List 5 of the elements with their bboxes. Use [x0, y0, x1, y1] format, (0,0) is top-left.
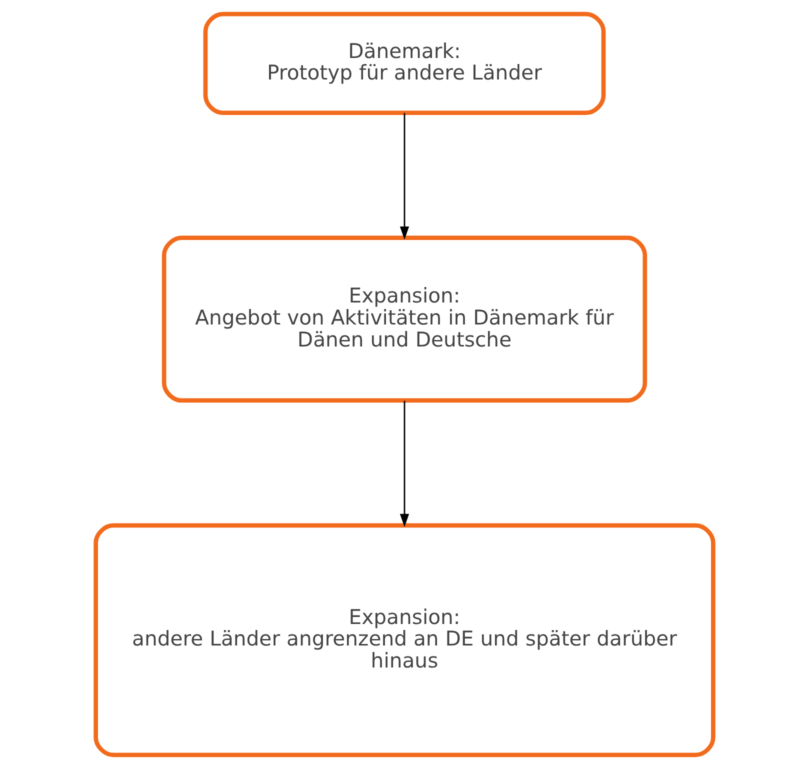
arrow	[399, 113, 409, 240]
node-box: Expansion: andere Länder angrenzend an DE und später darüber hinaus	[93, 523, 715, 758]
node-box: Dänemark: Prototyp für andere Länder	[202, 12, 606, 116]
node-box: Expansion: Angebot von Aktivitäten in Dänemark für Dänen und Deutsche	[161, 236, 647, 403]
arrow	[399, 400, 409, 528]
